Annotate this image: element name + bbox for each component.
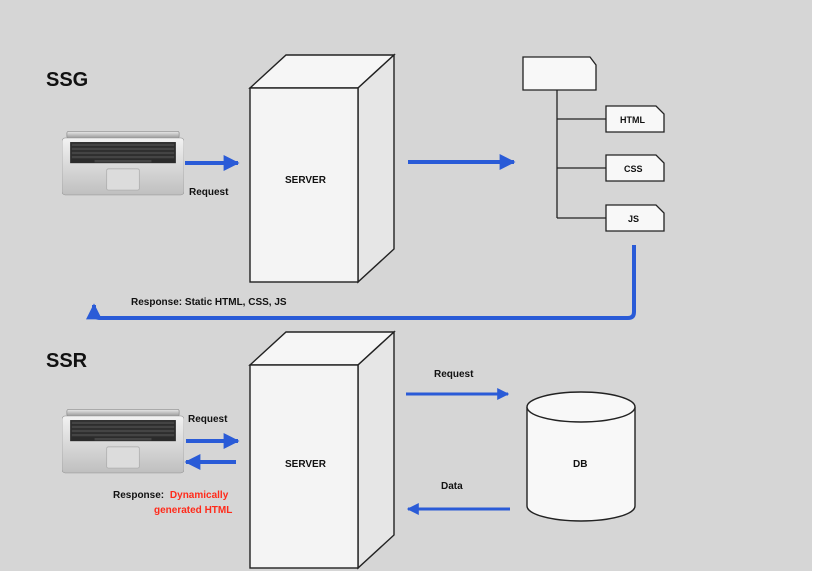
ssg-response-arrow bbox=[86, 245, 636, 320]
ssg-server-label: SERVER bbox=[285, 175, 327, 186]
ssr-response-text: Response: Dynamically bbox=[113, 490, 229, 501]
ssg-file-js-icon bbox=[605, 204, 665, 232]
ssr-db-request-label: Request bbox=[434, 369, 474, 380]
ssr-db-data-label: Data bbox=[441, 481, 463, 492]
ssg-server-box-icon bbox=[248, 53, 396, 284]
ssg-file-html-icon bbox=[605, 105, 665, 133]
ssr-server-box-icon bbox=[248, 330, 396, 570]
ssg-file-js-label: JS bbox=[628, 214, 639, 224]
ssr-database-cylinder-icon bbox=[526, 391, 636, 522]
ssg-title: SSG bbox=[46, 69, 88, 91]
ssr-server-label: SERVER bbox=[285, 459, 327, 470]
ssr-db-label: DB bbox=[573, 459, 587, 470]
background-panel bbox=[0, 0, 812, 571]
ssg-file-tree-lines bbox=[556, 90, 606, 219]
ssr-response-highlight-2: generated HTML bbox=[154, 505, 232, 516]
ssr-laptop-icon bbox=[62, 408, 184, 474]
ssr-title: SSR bbox=[46, 350, 88, 372]
ssg-request-label: Request bbox=[189, 187, 229, 198]
ssg-laptop-icon bbox=[62, 130, 184, 196]
ssg-response-label: Response: Static HTML, CSS, JS bbox=[131, 297, 287, 308]
ssr-response-prefix: Response: bbox=[113, 490, 164, 501]
ssg-file-css-label: CSS bbox=[624, 164, 643, 174]
ssg-file-css-icon bbox=[605, 154, 665, 182]
ssr-response-highlight-1: Dynamically bbox=[170, 490, 229, 501]
ssr-client-request-label: Request bbox=[188, 414, 228, 425]
ssg-file-html-label: HTML bbox=[620, 115, 645, 125]
ssg-folder-icon bbox=[522, 56, 597, 91]
